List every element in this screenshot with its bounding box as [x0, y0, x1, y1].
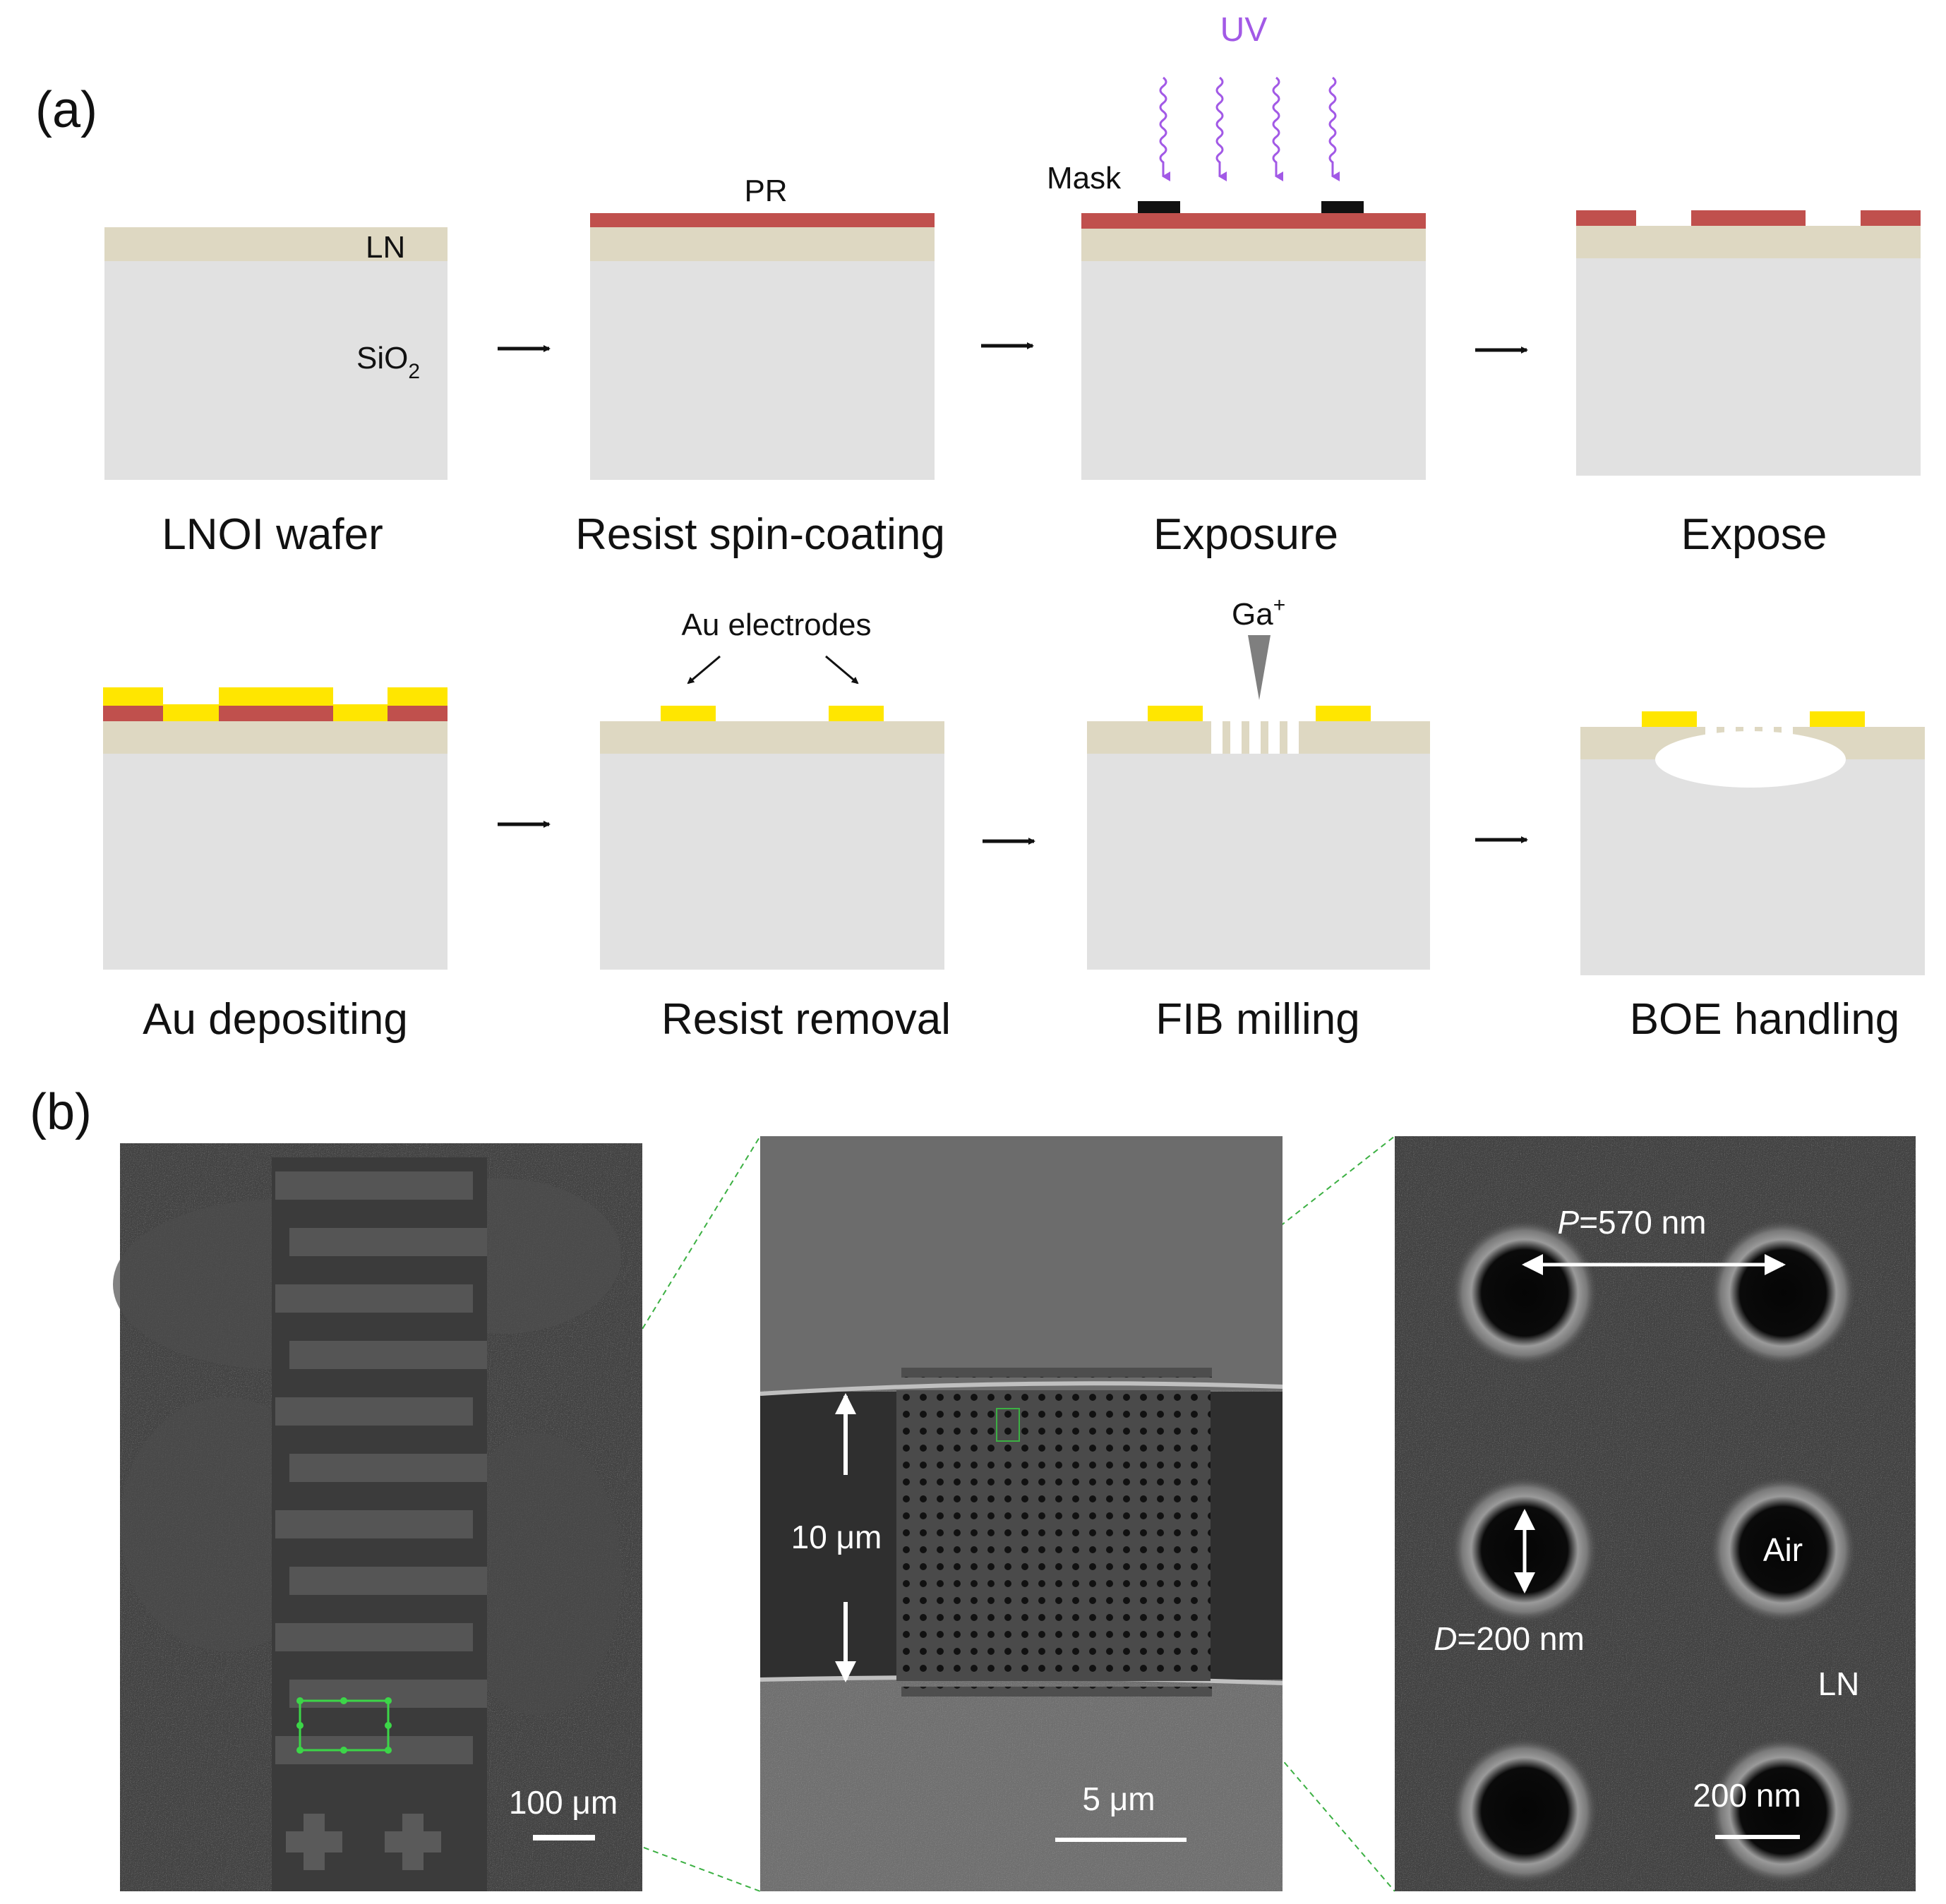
sio2-substrate — [104, 261, 448, 480]
middle-roi-box — [996, 1408, 1020, 1442]
step2-resist: PR Resist spin-coating — [575, 174, 945, 559]
uv-label: UV — [1220, 11, 1268, 49]
period-label: P=570 nm — [1558, 1204, 1707, 1241]
sem-right: P=570 nm D=200 nm Air LN 200 nm — [1395, 1136, 1916, 1891]
step5-au-deposit: Au depositing — [103, 687, 448, 1044]
step8-caption: BOE handling — [1630, 995, 1900, 1044]
ln-layer — [104, 227, 448, 261]
step3-caption: Exposure — [1153, 510, 1338, 559]
air-label: Air — [1763, 1531, 1803, 1568]
sio2-label: SiO2 — [356, 341, 420, 383]
left-scale-label: 100 μm — [509, 1784, 618, 1821]
sem-middle: 10 μm 5 μm — [759, 1136, 1283, 1891]
step5-caption: Au depositing — [143, 995, 408, 1044]
ga-label: Ga+ — [1232, 594, 1285, 632]
ln-sem-label: LN — [1818, 1665, 1860, 1702]
au-electrodes-label: Au electrodes — [681, 608, 871, 642]
step7-caption: FIB milling — [1155, 995, 1359, 1044]
mask-label: Mask — [1047, 161, 1122, 195]
panel-a-label: (a) — [35, 82, 97, 138]
mask-block-left — [1138, 201, 1180, 213]
diameter-label: D=200 nm — [1434, 1620, 1585, 1657]
step7-fib: Ga+ FIB milling — [1087, 594, 1430, 1044]
step3-exposure: Mask UV Exposure — [1047, 11, 1426, 559]
step6-resist-removal: Au electrodes Resist removal — [600, 608, 951, 1044]
hole-array — [896, 1390, 1211, 1681]
right-scale-label: 200 nm — [1693, 1777, 1801, 1814]
step1-wafer: LN SiO2 LNOI wafer — [104, 227, 448, 559]
step4-expose: Expose — [1576, 210, 1921, 559]
ln-label: LN — [366, 230, 405, 265]
milled-holes — [1211, 721, 1299, 754]
step2-caption: Resist spin-coating — [575, 510, 945, 559]
pr-label: PR — [744, 174, 787, 208]
step8-boe: BOE handling — [1580, 711, 1925, 1044]
step4-caption: Expose — [1681, 510, 1827, 559]
uv-rays — [1159, 76, 1340, 181]
au-electrode-right — [829, 706, 884, 721]
height-label: 10 μm — [791, 1519, 882, 1555]
middle-scale-bar — [1055, 1838, 1187, 1842]
au-electrode-left — [661, 706, 716, 721]
left-scale-bar — [533, 1835, 595, 1840]
ga-ion-beam — [1248, 635, 1271, 700]
photoresist-layer — [590, 213, 935, 227]
step6-caption: Resist removal — [661, 995, 951, 1044]
right-scale-bar — [1715, 1835, 1800, 1839]
sem-left: 100 μm — [113, 1143, 642, 1891]
middle-scale-label: 5 μm — [1082, 1781, 1155, 1817]
panel-b-label: (b) — [30, 1084, 92, 1140]
mask-block-right — [1321, 201, 1364, 213]
step1-caption: LNOI wafer — [162, 510, 383, 559]
